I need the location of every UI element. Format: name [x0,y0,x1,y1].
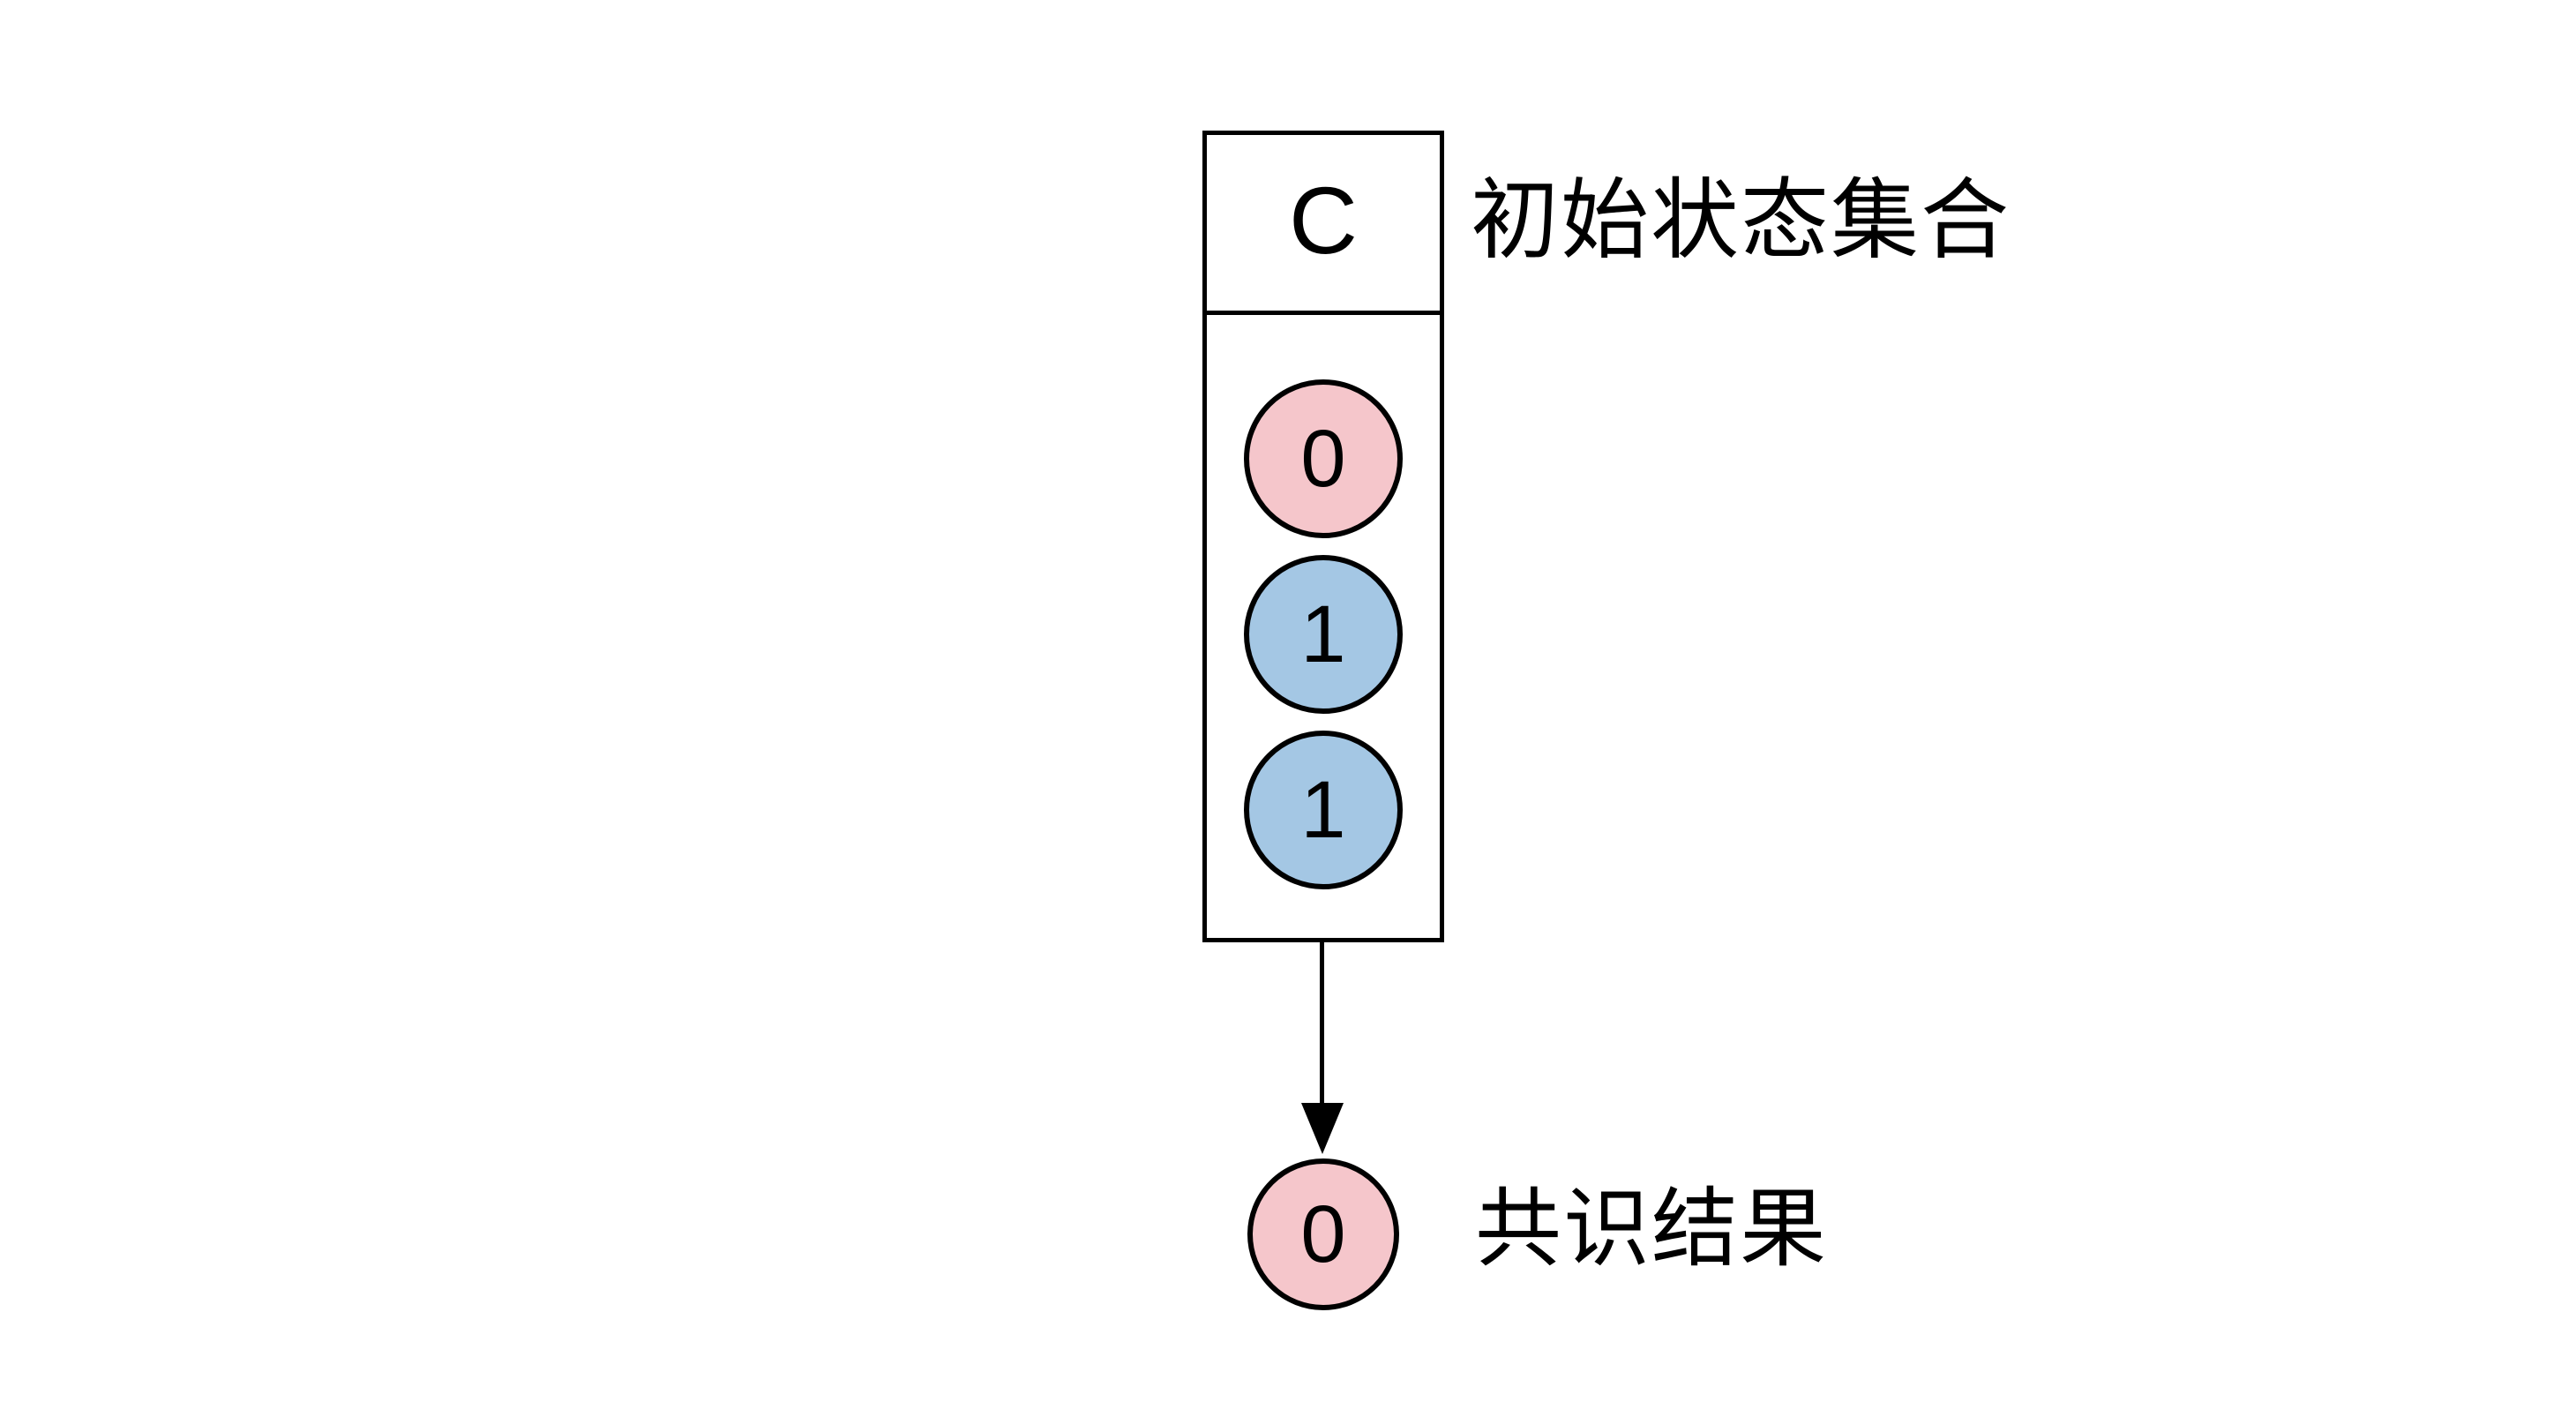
arrow-down-icon [1301,1103,1344,1154]
state-node: 1 [1244,731,1403,889]
initial-state-set-title: 初始状态集合 [1471,171,2011,270]
state-node: 0 [1244,379,1403,538]
consensus-result-title: 共识结果 [1475,1180,1829,1277]
state-box-header-divider [1202,311,1444,315]
consensus-result-node: 0 [1247,1158,1399,1310]
state-node: 1 [1244,555,1403,714]
arrow-down-line [1320,942,1324,1106]
set-name-label: C [1289,167,1358,274]
